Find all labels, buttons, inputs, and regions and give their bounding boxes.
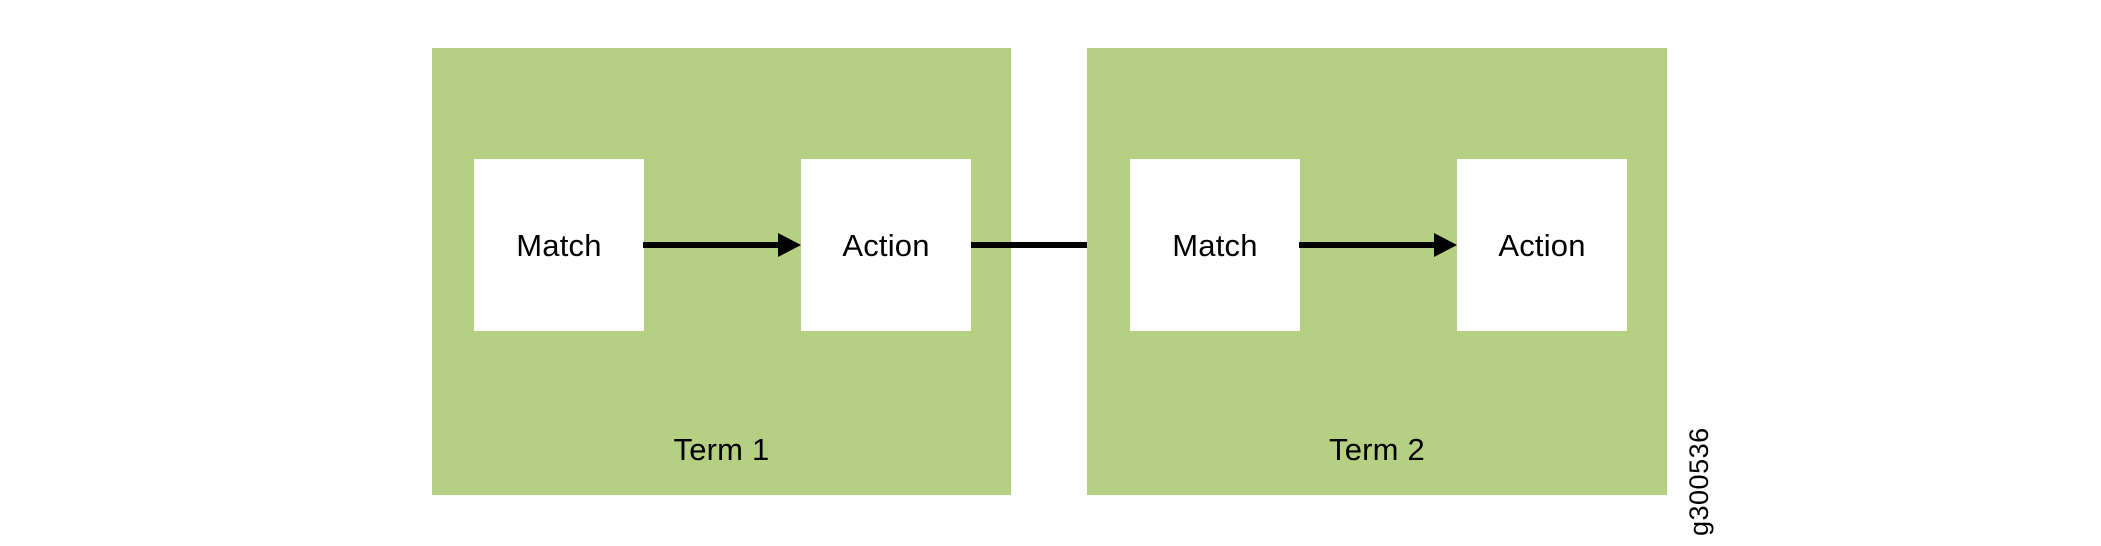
node-action-term-1: Action: [801, 159, 971, 331]
term-caption-2: Term 2: [1329, 432, 1425, 467]
node-action-term-1-label: Action: [842, 227, 930, 263]
node-match-term-1-label: Match: [516, 227, 602, 263]
node-action-term-2: Action: [1457, 159, 1627, 331]
node-match-term-2-label: Match: [1172, 227, 1258, 263]
term-caption-1: Term 1: [673, 432, 770, 467]
node-match-term-2: Match: [1130, 159, 1300, 331]
node-match-term-1: Match: [474, 159, 644, 331]
node-action-term-2-label: Action: [1498, 227, 1586, 263]
figure-id-watermark: g300536: [1684, 427, 1714, 536]
